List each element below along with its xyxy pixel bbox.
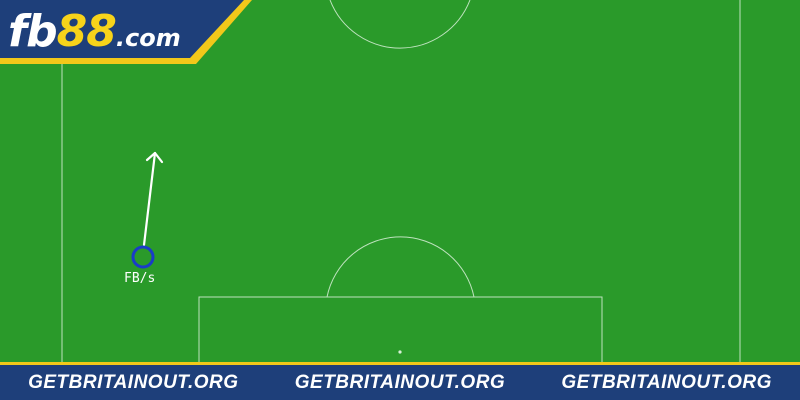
footer-link[interactable]: GETBRITAINOUT.ORG (561, 371, 772, 393)
brand-logo: fb88.com (8, 6, 181, 57)
footer-link[interactable]: GETBRITAINOUT.ORG (28, 371, 239, 393)
penalty-arc (326, 236, 475, 298)
footer-banner: GETBRITAINOUT.ORG GETBRITAINOUT.ORG GETB… (0, 362, 800, 400)
penalty-spot (398, 350, 402, 354)
player-label: FB/s (124, 271, 156, 286)
footer-link[interactable]: GETBRITAINOUT.ORG (294, 371, 506, 393)
arrow-up-icon (142, 151, 164, 247)
center-circle-arc (329, 0, 471, 49)
brand-logo-badge[interactable]: fb88.com (0, 0, 260, 64)
logo-background (0, 0, 252, 64)
logo-text-88: 88 (56, 6, 117, 57)
player-marker[interactable] (131, 245, 155, 269)
logo-text-fb: fb (8, 6, 58, 57)
logo-text-domain: .com (115, 24, 181, 52)
